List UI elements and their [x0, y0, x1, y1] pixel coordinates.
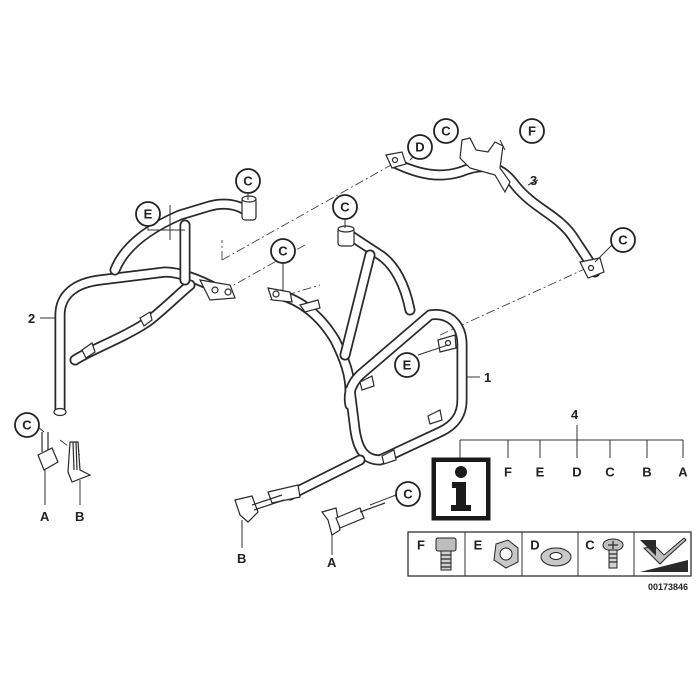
label-b-left: B [75, 509, 84, 524]
strip-letter: E [474, 538, 483, 553]
strip-cell-screw: C [585, 538, 624, 569]
callout-letter: E [144, 207, 153, 222]
callout-c-6: C [14, 412, 40, 438]
callout-c-7: C [395, 481, 421, 507]
strip-cell-washer: D [530, 538, 572, 567]
part-number-4: 4 [571, 407, 579, 422]
leader-lines [37, 139, 613, 555]
legend-item: F [504, 465, 512, 480]
callout-letter: C [340, 200, 350, 215]
bolt-icon [435, 537, 457, 571]
label-b-bottom: B [237, 551, 246, 566]
part-1-right-frame [267, 225, 468, 504]
part-2-left-frame [53, 195, 257, 417]
callout-letter: E [403, 358, 412, 373]
parts-strip: F E D C [407, 531, 692, 577]
document-number: 00173846 [648, 582, 688, 592]
info-icon [431, 457, 491, 521]
label-a-bottom: A [327, 555, 337, 570]
parts-a-b-bottom [234, 494, 386, 536]
callout-letter: C [22, 418, 32, 433]
callout-letter: D [415, 140, 424, 155]
callout-c-5: C [610, 227, 636, 253]
callout-letter: C [278, 244, 288, 259]
legend-item: D [572, 465, 581, 480]
legend-tree: F E D C B A [459, 425, 688, 480]
part-number-3: 3 [530, 173, 537, 188]
callout-f-1: F [519, 118, 545, 144]
callout-letter: F [528, 124, 536, 139]
strip-letter: F [417, 538, 425, 553]
arrow-icon [638, 536, 688, 572]
callout-c-2: C [332, 194, 358, 220]
callout-letter: C [618, 233, 628, 248]
callout-letter: C [441, 124, 451, 139]
strip-cell-bolt: F [417, 537, 457, 571]
parts-a-b-left [37, 432, 92, 483]
part-number-1: 1 [484, 370, 491, 385]
nut-icon [493, 539, 519, 569]
part-3-rear-bracket [385, 137, 605, 279]
legend-item: C [605, 465, 615, 480]
strip-cell-nut: E [474, 538, 519, 569]
strip-letter: C [585, 538, 595, 553]
callout-letter: C [403, 487, 413, 502]
legend-item: A [678, 465, 688, 480]
callout-d-1: D [407, 134, 433, 160]
callout-c-3: C [270, 238, 296, 264]
washer-icon [540, 547, 572, 567]
callout-c-4: C [433, 118, 459, 144]
callout-letter: C [243, 174, 253, 189]
callout-c-1: C [235, 168, 261, 194]
callout-e-2: E [394, 352, 420, 378]
legend-item: E [536, 465, 545, 480]
part-number-2: 2 [28, 311, 35, 326]
screw-icon [602, 538, 624, 569]
strip-letter: D [530, 538, 539, 553]
label-a-left: A [40, 509, 50, 524]
legend-item: B [642, 465, 651, 480]
callout-e-1: E [135, 201, 161, 227]
